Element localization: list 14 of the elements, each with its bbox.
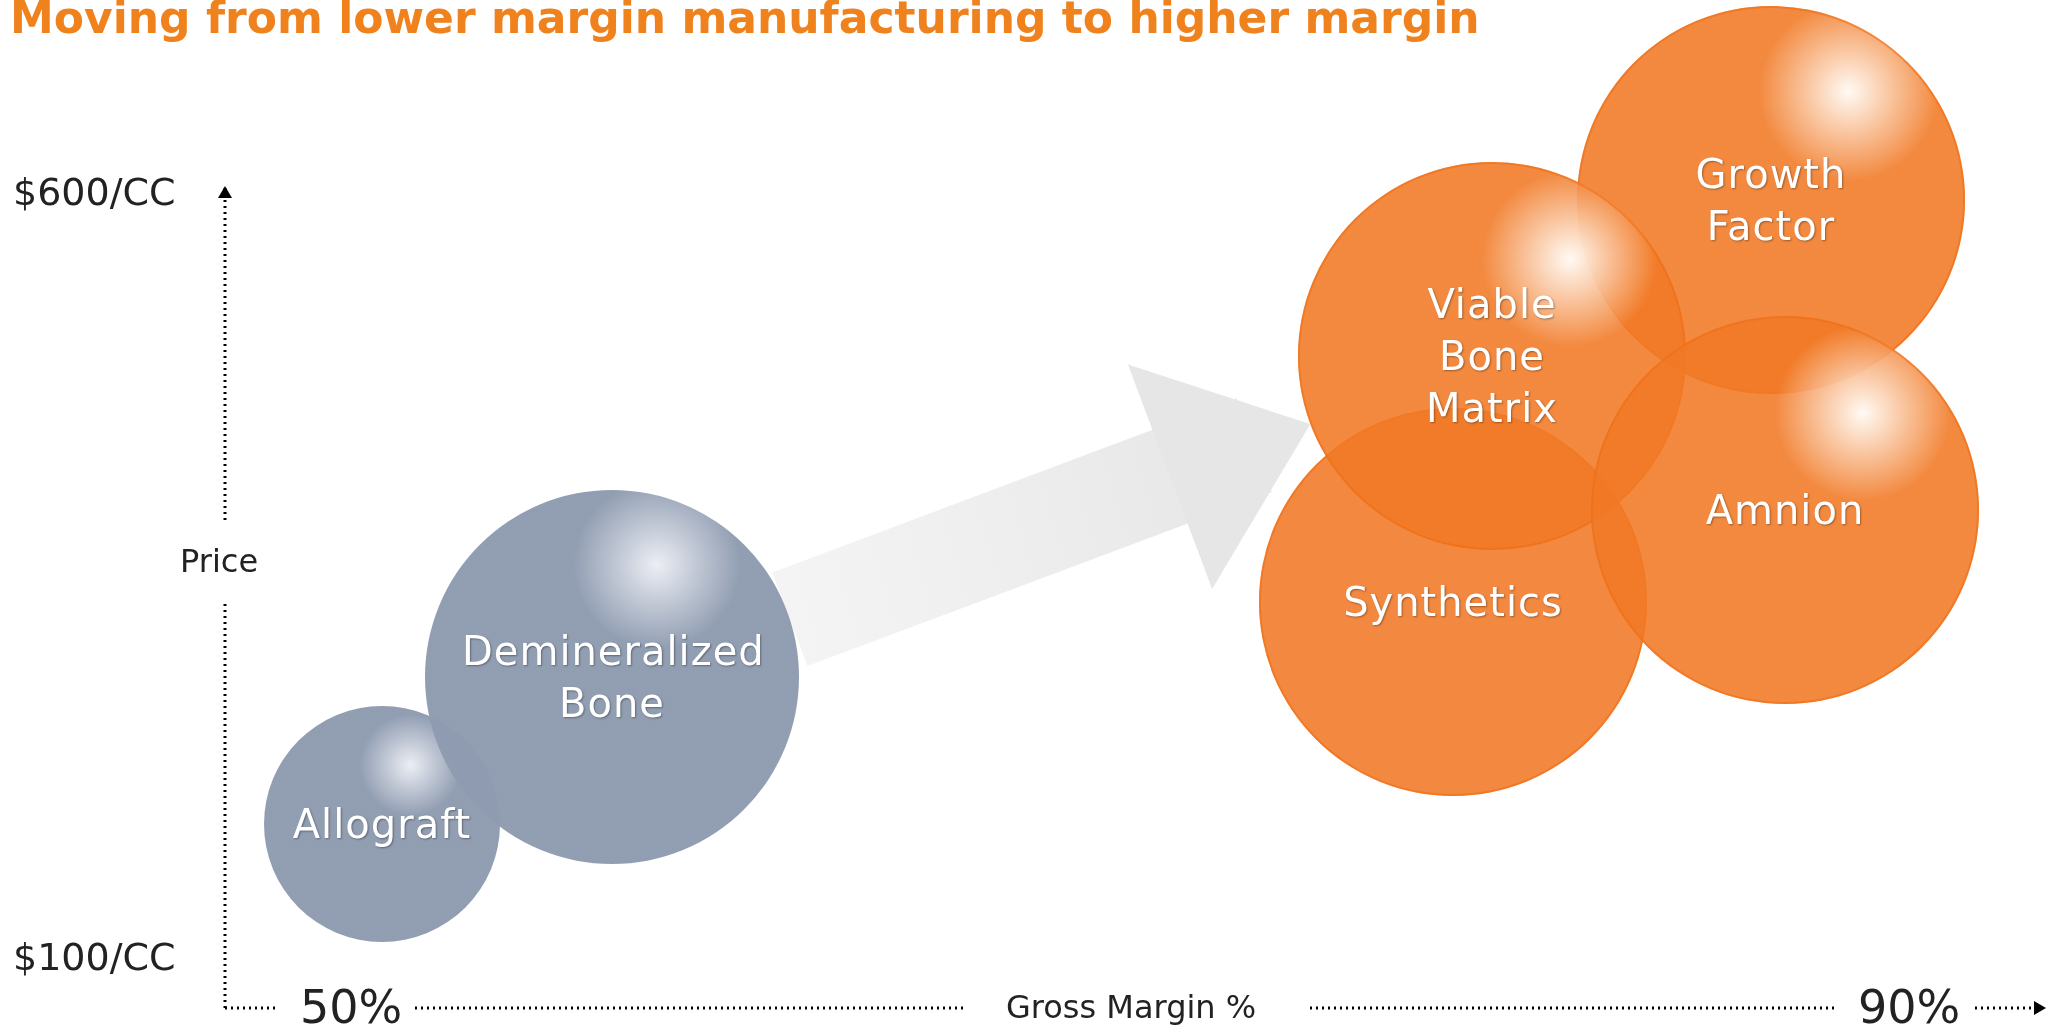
axis-label: Price (180, 542, 259, 580)
title: Moving from lower margin manufacturing to higher margin (10, 0, 1480, 43)
axis-label: Gross Margin % (1006, 988, 1257, 1026)
axis-label: $100/CC (13, 935, 176, 979)
axis-label: 50% (300, 980, 403, 1031)
arrow (772, 364, 1311, 667)
bubble-label: Amnion (1704, 486, 1866, 535)
axis-label: 90% (1858, 980, 1961, 1031)
axis-label: $600/CC (13, 170, 176, 214)
bubble-label: Synthetics (1342, 578, 1564, 627)
bubble-label: Demineralized Bone (462, 627, 762, 728)
bubble-label: Growth Factor (1694, 150, 1848, 251)
bubble-label: Allograft (291, 800, 473, 849)
bubble-label: Viable Bone Matrix (1425, 280, 1559, 433)
